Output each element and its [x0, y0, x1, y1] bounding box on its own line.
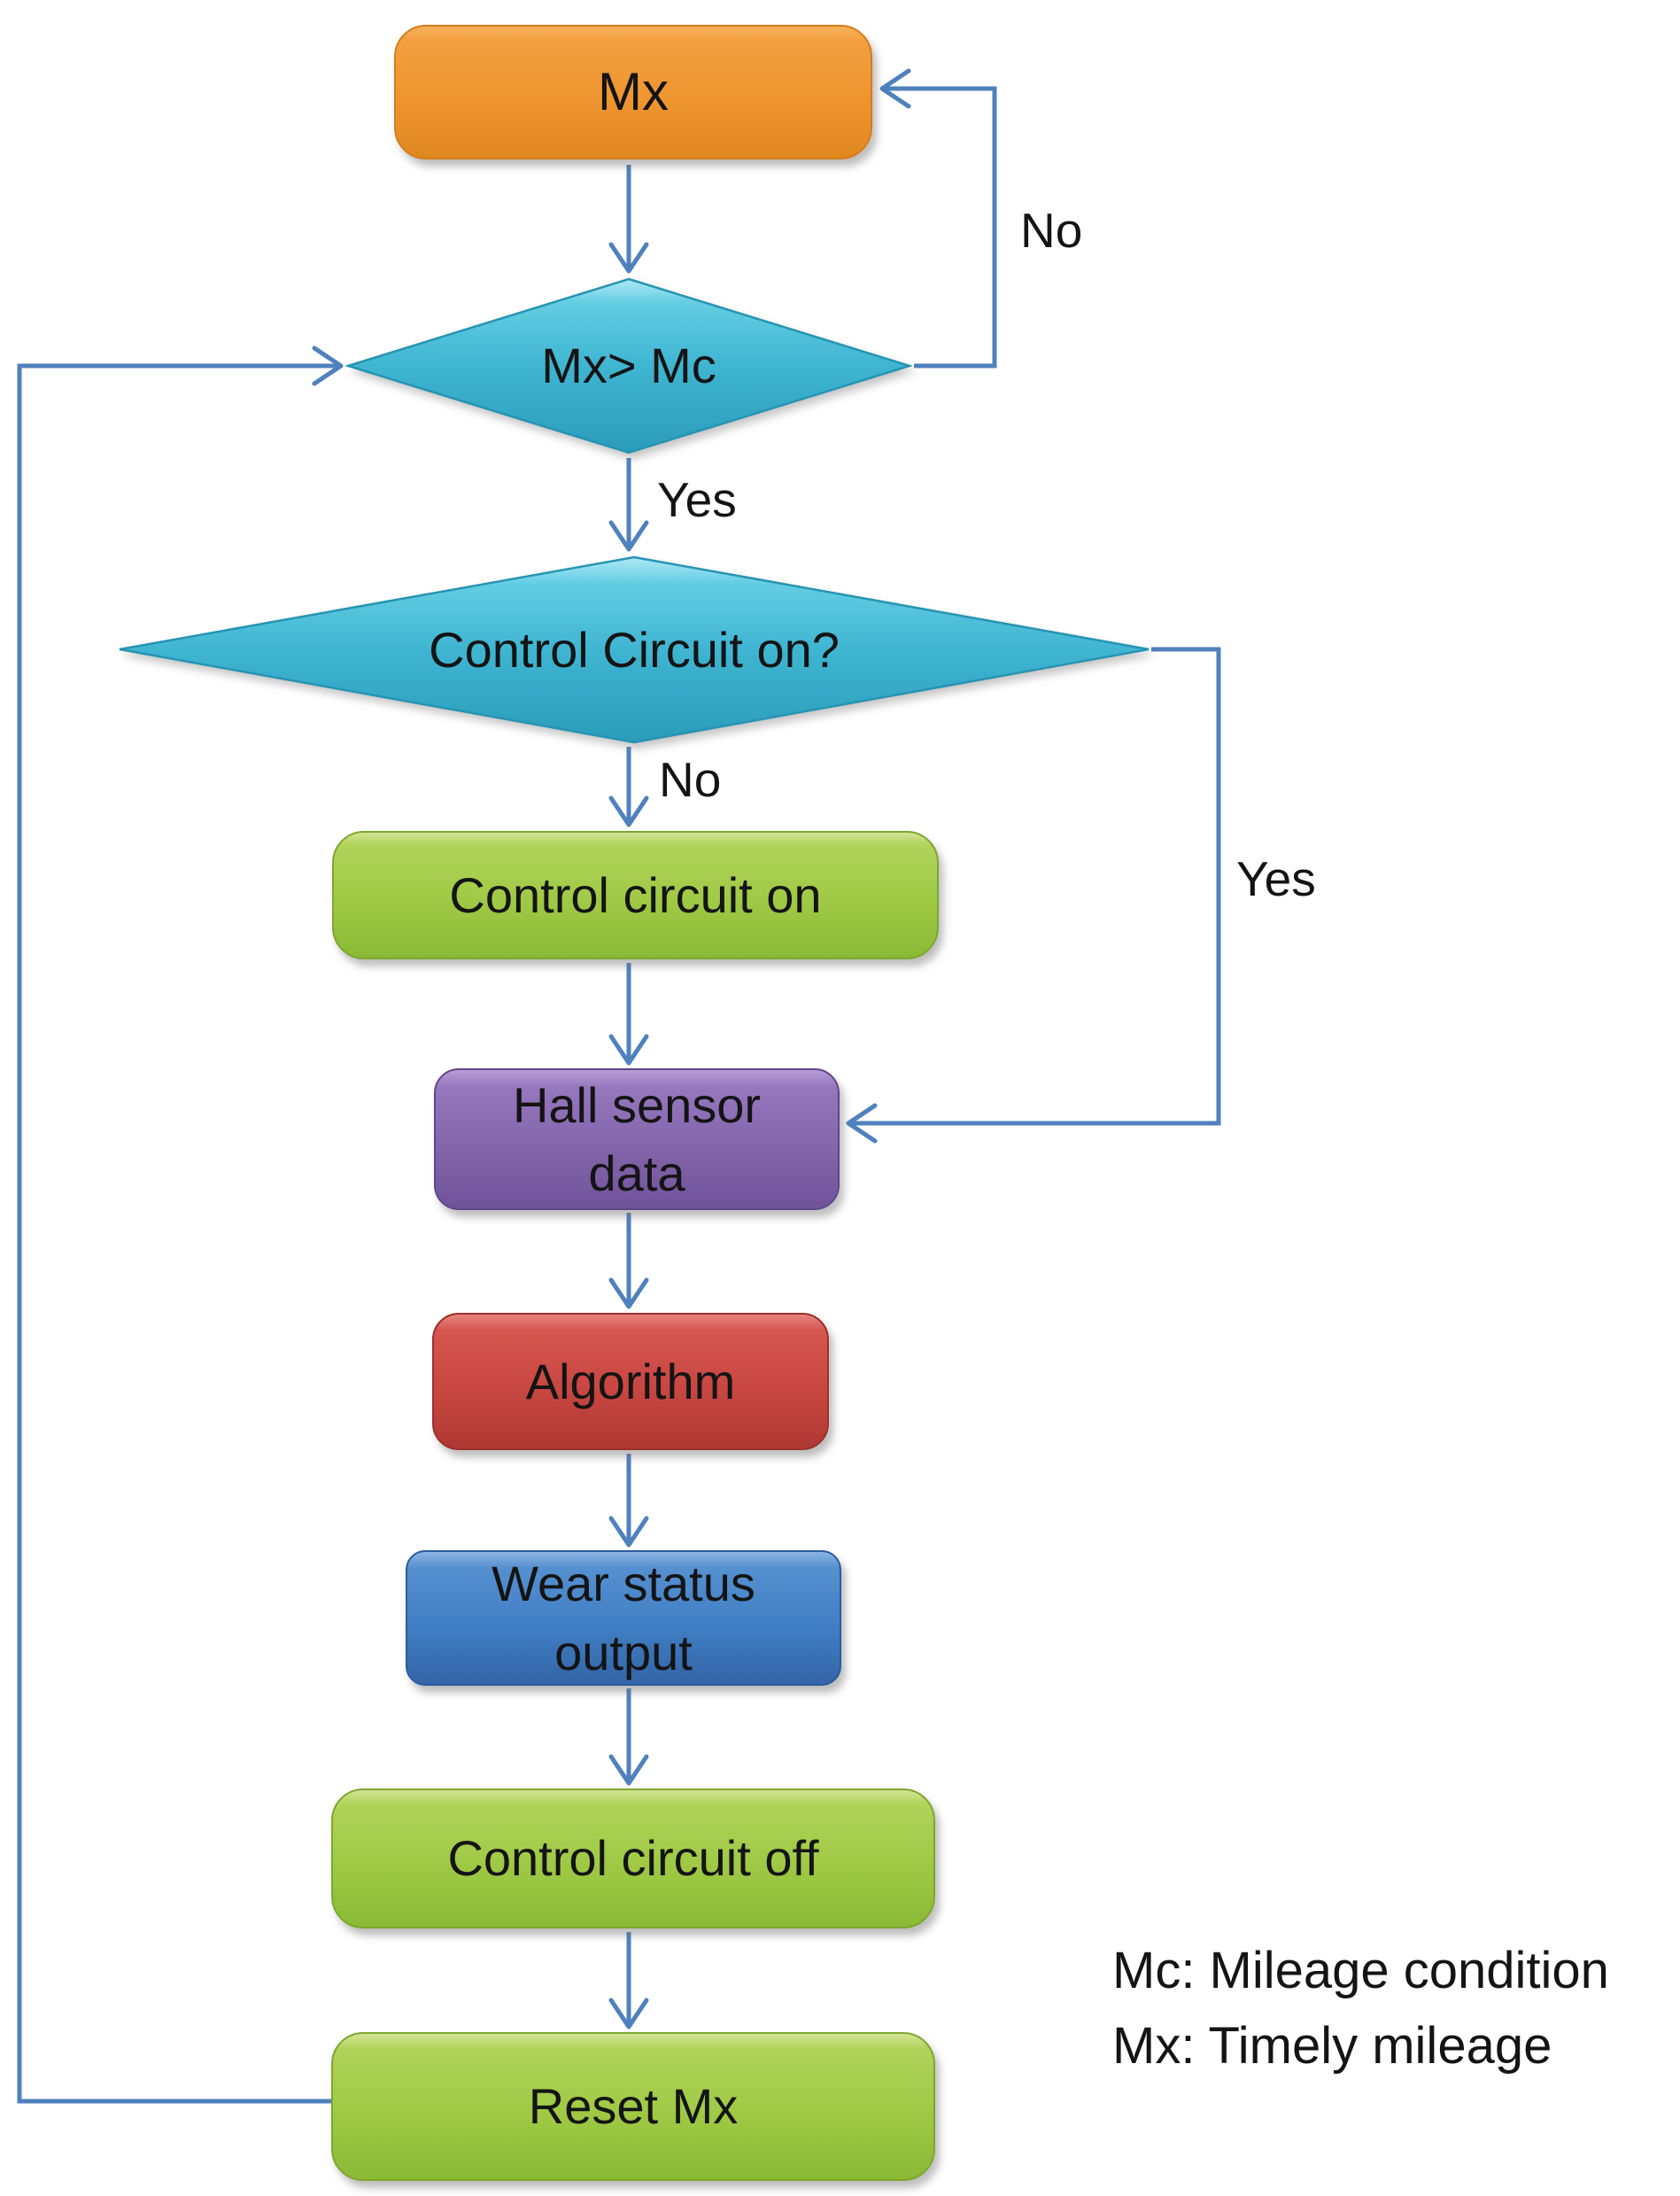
node-wear-status-output: Wear status output [406, 1550, 841, 1686]
diamond-shape [345, 277, 912, 454]
edge-label-no-mid: No [659, 752, 722, 807]
node-hall-sensor-data-label: Hall sensor data [512, 1076, 762, 1201]
node-mx-label: Mx [598, 61, 669, 121]
legend: Mc: Mileage condition Mx: Timely mileage [1112, 1933, 1609, 2084]
node-algorithm-label: Algorithm [525, 1353, 736, 1409]
edge-label-no-loop: No [1020, 203, 1083, 258]
node-control-circuit-on-label: Control circuit on [449, 866, 822, 923]
node-mx-gt-mc: Mx> Mc [345, 277, 912, 454]
node-wear-status-output-label: Wear status output [492, 1556, 755, 1680]
node-reset-mx-label: Reset Mx [528, 2078, 739, 2135]
edge-label-yes-mid: Yes [657, 472, 737, 527]
node-control-circuit-on: Control circuit on [332, 831, 939, 959]
node-control-circuit-on-question-label: Control Circuit on? [429, 621, 840, 678]
node-reset-mx: Reset Mx [331, 2032, 935, 2181]
node-control-circuit-off: Control circuit off [331, 1789, 935, 1928]
node-control-circuit-off-label: Control circuit off [447, 1830, 819, 1887]
node-mx: Mx [394, 25, 872, 159]
legend-line-mx: Mx: Timely mileage [1112, 2017, 1552, 2076]
legend-line-mc: Mc: Mileage condition [1112, 1942, 1609, 1999]
node-hall-sensor-data: Hall sensor data [434, 1068, 840, 1210]
node-mx-gt-mc-label: Mx> Mc [541, 338, 716, 394]
edge-label-yes-right: Yes [1236, 851, 1316, 906]
node-algorithm: Algorithm [432, 1313, 829, 1450]
node-control-circuit-on-question: Control Circuit on? [117, 555, 1151, 744]
